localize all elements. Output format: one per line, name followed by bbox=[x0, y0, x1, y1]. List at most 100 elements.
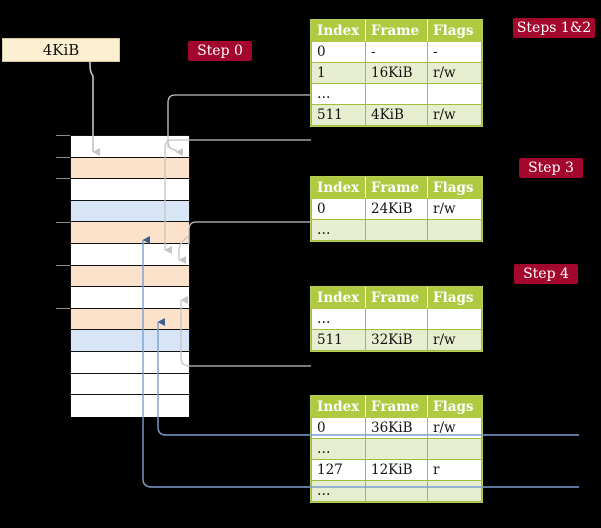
cell-index: 1 bbox=[311, 62, 366, 84]
wire-step4-up bbox=[180, 296, 311, 367]
cell-frame: 4KiB bbox=[365, 104, 428, 126]
column-header-flags: Flags bbox=[427, 396, 482, 418]
memory-tick bbox=[56, 157, 70, 158]
table-row: 0-- bbox=[311, 41, 482, 63]
memory-frame-4 bbox=[71, 222, 189, 244]
cell-index: … bbox=[311, 83, 366, 105]
cell-flags bbox=[427, 438, 482, 460]
column-header-frame: Frame bbox=[365, 396, 428, 418]
memory-frame-0 bbox=[71, 136, 189, 158]
table-row: … bbox=[311, 308, 482, 330]
badge-step-4: Step 4 bbox=[514, 264, 578, 284]
cell-index: 511 bbox=[311, 104, 366, 126]
badge-steps-1-2: Steps 1&2 bbox=[513, 18, 595, 38]
cell-frame: 16KiB bbox=[365, 62, 428, 84]
memory-frame-6 bbox=[71, 265, 189, 288]
memory-frame-5 bbox=[71, 243, 189, 266]
badge-step-4-label: Step 4 bbox=[523, 266, 569, 282]
cell-index: 127 bbox=[311, 459, 366, 481]
memory-frame-12 bbox=[71, 395, 189, 417]
cell-frame bbox=[365, 83, 428, 105]
column-header-frame: Frame bbox=[365, 287, 428, 309]
badge-step-3-label: Step 3 bbox=[528, 160, 574, 176]
memory-frame-2 bbox=[71, 179, 189, 201]
memory-tick bbox=[56, 178, 70, 179]
memory-frame-9 bbox=[71, 330, 189, 352]
cell-flags bbox=[427, 308, 482, 330]
column-header-flags: Flags bbox=[427, 177, 482, 199]
memory-frame-7 bbox=[71, 287, 189, 309]
column-header-index: Index bbox=[311, 177, 366, 199]
cell-flags: r bbox=[427, 459, 482, 481]
cell-index: 0 bbox=[311, 198, 366, 220]
column-header-flags: Flags bbox=[427, 287, 482, 309]
cell-flags bbox=[427, 83, 482, 105]
wire-step3-in bbox=[188, 221, 311, 244]
cell-flags: r/w bbox=[427, 198, 482, 220]
cell-index: 0 bbox=[311, 41, 366, 63]
badge-step-0-label: Step 0 bbox=[197, 43, 243, 59]
column-header-flags: Flags bbox=[427, 20, 482, 42]
size-box-4kib: 4KiB bbox=[2, 38, 120, 62]
cell-frame bbox=[365, 219, 428, 241]
memory-tick bbox=[56, 265, 70, 266]
memory-frame-1 bbox=[71, 157, 189, 180]
cell-frame bbox=[365, 308, 428, 330]
cell-index: 0 bbox=[311, 417, 366, 439]
badge-step-3: Step 3 bbox=[519, 158, 583, 178]
badge-steps-1-2-label: Steps 1&2 bbox=[516, 20, 592, 36]
cell-flags: r/w bbox=[427, 329, 482, 351]
cell-frame: - bbox=[365, 41, 428, 63]
cell-index: … bbox=[311, 219, 366, 241]
cell-index: 511 bbox=[311, 329, 366, 351]
cell-frame: 24KiB bbox=[365, 198, 428, 220]
cell-flags: r/w bbox=[427, 104, 482, 126]
memory-tick bbox=[56, 135, 70, 136]
column-header-frame: Frame bbox=[365, 177, 428, 199]
cell-flags: r/w bbox=[427, 417, 482, 439]
memory-tick bbox=[56, 222, 70, 223]
physical-memory-column bbox=[70, 135, 190, 417]
table-row: … bbox=[311, 219, 482, 241]
cell-frame: 32KiB bbox=[365, 329, 428, 351]
cell-flags bbox=[427, 480, 482, 502]
column-header-index: Index bbox=[311, 287, 366, 309]
column-header-index: Index bbox=[311, 20, 366, 42]
table-row: … bbox=[311, 438, 482, 460]
memory-tick bbox=[56, 308, 70, 309]
table-row: … bbox=[311, 480, 482, 502]
memory-frame-3 bbox=[71, 200, 189, 223]
memory-frame-8 bbox=[71, 308, 189, 331]
memory-frame-10 bbox=[71, 351, 189, 374]
cell-flags: r/w bbox=[427, 62, 482, 84]
table-row: … bbox=[311, 83, 482, 105]
memory-frame-11 bbox=[71, 373, 189, 396]
cell-frame: 36KiB bbox=[365, 417, 428, 439]
cell-frame bbox=[365, 438, 428, 460]
cell-flags: - bbox=[427, 41, 482, 63]
column-header-frame: Frame bbox=[365, 20, 428, 42]
cell-frame: 12KiB bbox=[365, 459, 428, 481]
column-header-index: Index bbox=[311, 396, 366, 418]
cell-flags bbox=[427, 219, 482, 241]
cell-index: … bbox=[311, 308, 366, 330]
badge-step-0: Step 0 bbox=[188, 41, 252, 61]
size-box-label: 4KiB bbox=[42, 40, 80, 59]
cell-index: … bbox=[311, 438, 366, 460]
cell-index: … bbox=[311, 480, 366, 502]
